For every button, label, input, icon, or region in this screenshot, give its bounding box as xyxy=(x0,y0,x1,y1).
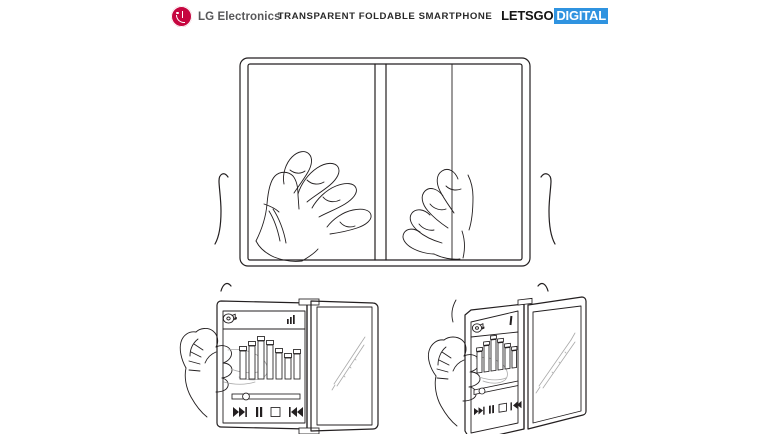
pause-button[interactable] xyxy=(256,407,263,417)
equalizer-band xyxy=(266,340,274,380)
equalizer-band xyxy=(284,353,292,380)
device3-right-display xyxy=(532,305,582,424)
letsgodigital-logo: LETSGO DIGITAL xyxy=(501,8,608,24)
equalizer-band xyxy=(511,345,518,369)
right-hand-through-display xyxy=(402,168,474,260)
playback-controls[interactable] xyxy=(233,407,303,417)
music-disc-note-icon-angled[interactable] xyxy=(471,323,485,333)
pause-button-angled[interactable] xyxy=(489,405,494,414)
previous-track-button[interactable] xyxy=(289,407,303,417)
right-hand-behind-display xyxy=(537,173,556,292)
equalizer-band xyxy=(504,342,511,370)
equalizer-band xyxy=(490,334,497,372)
left-hand-through-display xyxy=(255,151,372,262)
stop-button[interactable] xyxy=(270,407,281,417)
holding-hand-right-figure xyxy=(427,299,508,427)
device3-right-panel-frame xyxy=(527,296,587,430)
equalizer-band xyxy=(476,346,483,374)
playback-progress-slider-angled[interactable] xyxy=(473,380,519,396)
left-hand-behind-display xyxy=(214,173,232,292)
equalizer-control-angled[interactable] xyxy=(476,334,518,374)
equalizer-band xyxy=(483,340,490,373)
equalizer-control[interactable] xyxy=(239,336,301,380)
figure-unfolded-transparent-foldable xyxy=(214,57,556,292)
equalizer-band xyxy=(497,337,504,371)
device3-left-display xyxy=(470,310,519,434)
equalizer-band xyxy=(275,348,283,380)
figure-media-player-angled xyxy=(427,296,587,434)
stylus-through-display-angled xyxy=(535,332,576,394)
next-track-button-angled[interactable] xyxy=(474,406,485,416)
lg-circle-face-icon xyxy=(171,6,192,27)
stop-button-angled[interactable] xyxy=(498,402,507,413)
equalizer-band xyxy=(257,336,265,380)
device3-hinge xyxy=(517,297,533,430)
patent-drawing-area: .ln { fill:none; stroke:#231f20; stroke-… xyxy=(0,28,770,434)
next-track-button[interactable] xyxy=(233,407,247,417)
equalizer-band xyxy=(248,341,256,380)
stylus-through-display xyxy=(331,336,366,391)
figure-media-player-flat xyxy=(179,298,379,434)
previous-track-button-angled[interactable] xyxy=(510,400,522,411)
signal-bars-icon-angled xyxy=(509,315,513,326)
device2-right-display xyxy=(316,306,373,426)
device-outer-frame xyxy=(239,57,531,267)
playback-controls-angled[interactable] xyxy=(474,400,522,416)
music-disc-note-icon[interactable] xyxy=(222,313,237,324)
equalizer-band xyxy=(239,346,247,380)
slider-thumb xyxy=(242,392,250,401)
header-bar: LG Electronics TRANSPARENT FOLDABLE SMAR… xyxy=(0,0,770,32)
device-display-area xyxy=(247,63,523,261)
signal-bars-icon xyxy=(287,315,295,324)
letsgodigital-digital-label: DIGITAL xyxy=(554,8,608,24)
device2-left-display xyxy=(222,310,306,424)
equalizer-band xyxy=(293,349,301,380)
letsgodigital-letsgo-label: LETSGO xyxy=(501,8,554,23)
page-title: TRANSPARENT FOLDABLE SMARTPHONE xyxy=(277,11,493,22)
lg-brand-label: LG Electronics xyxy=(198,10,281,23)
lg-electronics-logo: LG Electronics xyxy=(171,6,281,27)
playback-progress-slider[interactable] xyxy=(231,392,301,401)
device2-right-panel-frame xyxy=(310,300,379,432)
